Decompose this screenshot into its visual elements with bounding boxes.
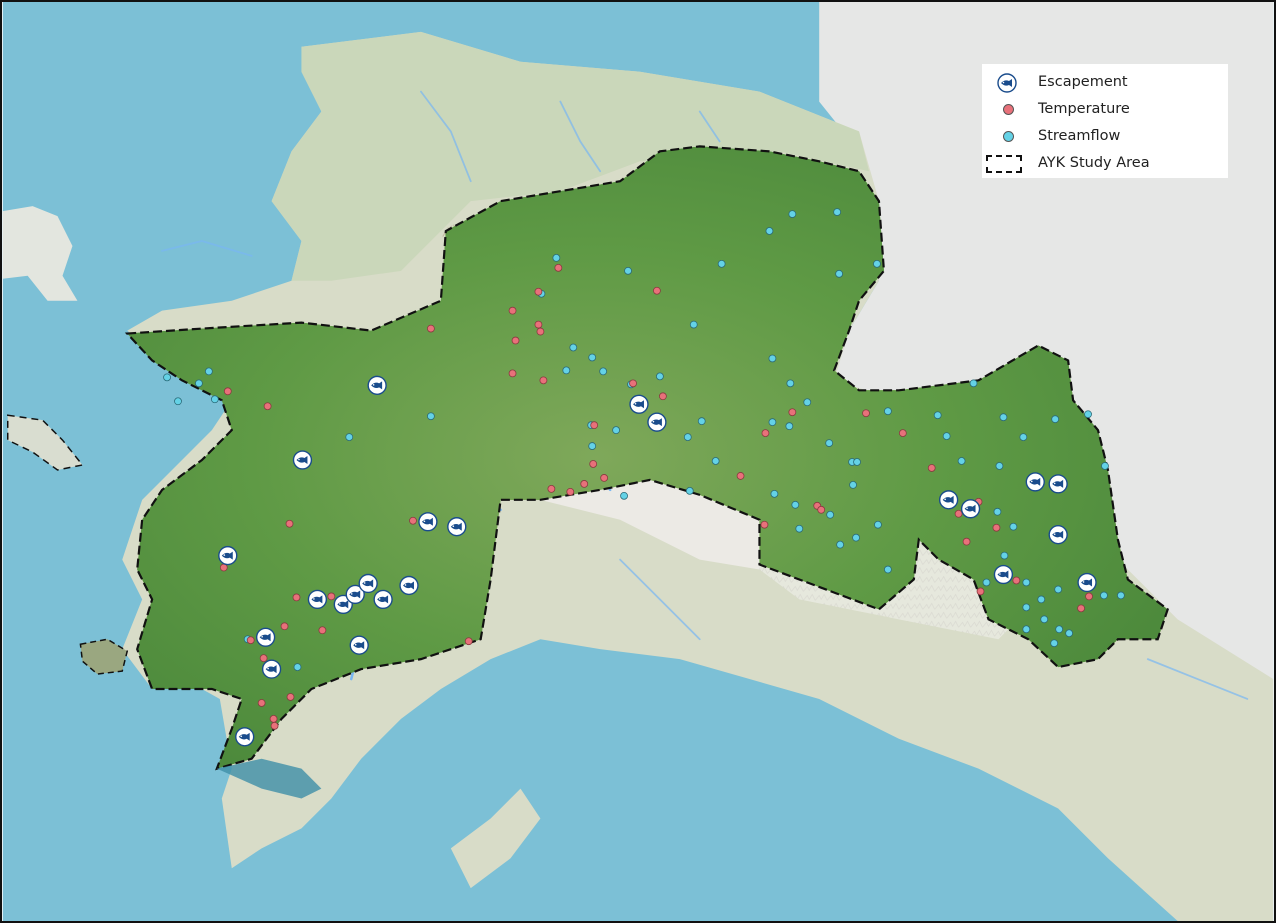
fish-icon[interactable] bbox=[358, 573, 378, 594]
fish-icon[interactable] bbox=[367, 375, 387, 395]
st-lawrence-island bbox=[6, 414, 84, 471]
fish-icon[interactable] bbox=[447, 517, 467, 537]
map-legend: Escapement Temperature Streamflow AYK St… bbox=[982, 64, 1228, 178]
fish-icon[interactable] bbox=[292, 450, 313, 470]
legend-item-escapement: Escapement bbox=[982, 68, 1228, 95]
cyan-dot-icon bbox=[1003, 130, 1014, 142]
bristol-bay-shore bbox=[216, 758, 322, 799]
kodiak-island bbox=[450, 788, 541, 889]
fish-icon[interactable] bbox=[938, 490, 959, 510]
legend-label: Temperature bbox=[1038, 100, 1130, 117]
legend-item-streamflow: Streamflow bbox=[982, 122, 1228, 149]
fish-icon bbox=[997, 72, 1017, 93]
fish-icon[interactable] bbox=[399, 575, 419, 596]
north-slope bbox=[271, 31, 869, 281]
fish-icon[interactable] bbox=[1025, 472, 1045, 492]
fish-icon[interactable] bbox=[1048, 474, 1068, 494]
fish-icon[interactable] bbox=[418, 512, 438, 532]
fish-icon[interactable] bbox=[1077, 572, 1097, 593]
red-dot-icon bbox=[1003, 103, 1014, 115]
legend-label: AYK Study Area bbox=[1038, 154, 1150, 171]
dashed-boundary-icon bbox=[986, 154, 1022, 173]
fish-icon[interactable] bbox=[307, 589, 328, 610]
fish-icon[interactable] bbox=[993, 564, 1014, 585]
fish-icon[interactable] bbox=[960, 499, 981, 519]
fish-icon[interactable] bbox=[629, 394, 649, 414]
fish-icon[interactable] bbox=[255, 627, 276, 647]
temperature-stations[interactable] bbox=[219, 263, 1093, 730]
legend-item-temperature: Temperature bbox=[982, 95, 1228, 122]
fish-icon[interactable] bbox=[235, 727, 255, 747]
nunivak-island bbox=[79, 638, 129, 675]
fish-icon[interactable] bbox=[349, 635, 369, 655]
fish-icon[interactable] bbox=[218, 545, 238, 566]
chukotka-landmass bbox=[2, 206, 78, 301]
streamflow-stations[interactable] bbox=[163, 208, 1125, 671]
fish-icon[interactable] bbox=[373, 589, 393, 610]
legend-item-study-area: AYK Study Area bbox=[982, 149, 1228, 176]
fish-icon[interactable] bbox=[261, 659, 282, 679]
fish-icon[interactable] bbox=[647, 412, 667, 432]
fish-icon[interactable] bbox=[1048, 525, 1068, 545]
legend-label: Streamflow bbox=[1038, 127, 1121, 144]
legend-label: Escapement bbox=[1038, 73, 1128, 90]
